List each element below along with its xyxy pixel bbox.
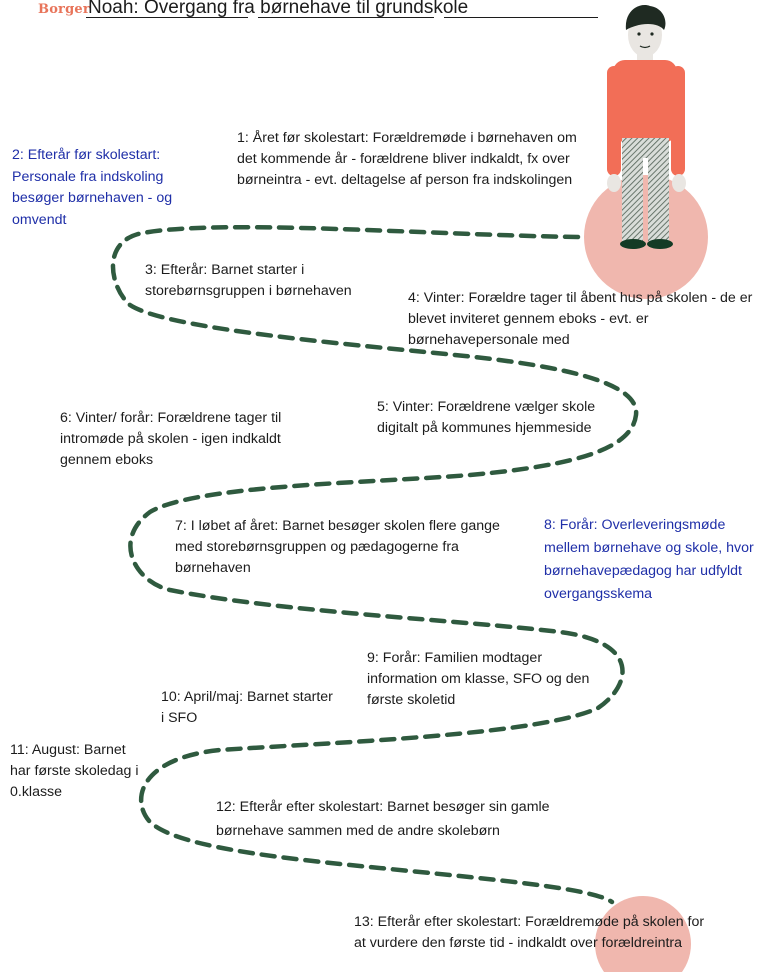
- step-10: 10: April/maj: Barnet starter i SFO: [161, 689, 333, 726]
- top-circle: [584, 175, 708, 299]
- step-9: 9: Forår: Familien modtager information …: [367, 650, 590, 708]
- step-6: 6: Vinter/ forår: Forældrene tager til i…: [60, 410, 282, 468]
- trousers: [622, 138, 643, 241]
- step-8: 8: Forår: Overleveringsmøde mellem børne…: [544, 517, 754, 602]
- title-underline-3: [444, 17, 598, 18]
- step-2: 2: Efterår før skolestart: Personale fra…: [12, 147, 173, 228]
- step-1: 1: Året før skolestart: Forældremøde i b…: [237, 130, 577, 188]
- left-shoe: [620, 239, 646, 249]
- step-3: 3: Efterår: Barnet starter i storebørnsg…: [145, 262, 352, 299]
- step-4: 4: Vinter: Forældre tager til åbent hus …: [408, 290, 753, 348]
- right-shoe: [647, 239, 673, 249]
- step-5: 5: Vinter: Forældrene vælger skole digit…: [377, 399, 596, 436]
- step-7: 7: I løbet af året: Barnet besøger skole…: [175, 518, 500, 576]
- journey-path: [110, 224, 639, 905]
- person-illustration: [607, 5, 686, 249]
- hair: [625, 5, 666, 30]
- step-12: 12: Efterår efter skolestart: Barnet bes…: [216, 799, 550, 839]
- brand-label: Borger: [38, 2, 90, 17]
- shirt: [613, 60, 677, 142]
- step-13: 13: Efterår efter skolestart: Forældremø…: [354, 914, 705, 951]
- bottom-circle: [595, 896, 691, 972]
- page-title: Noah: Overgang fra børnehave til grundsk…: [88, 0, 469, 18]
- title-underline-1: [86, 17, 248, 18]
- title-underline-2: [258, 17, 434, 18]
- step-11: 11: August: Barnet har første skoledag i…: [10, 742, 139, 800]
